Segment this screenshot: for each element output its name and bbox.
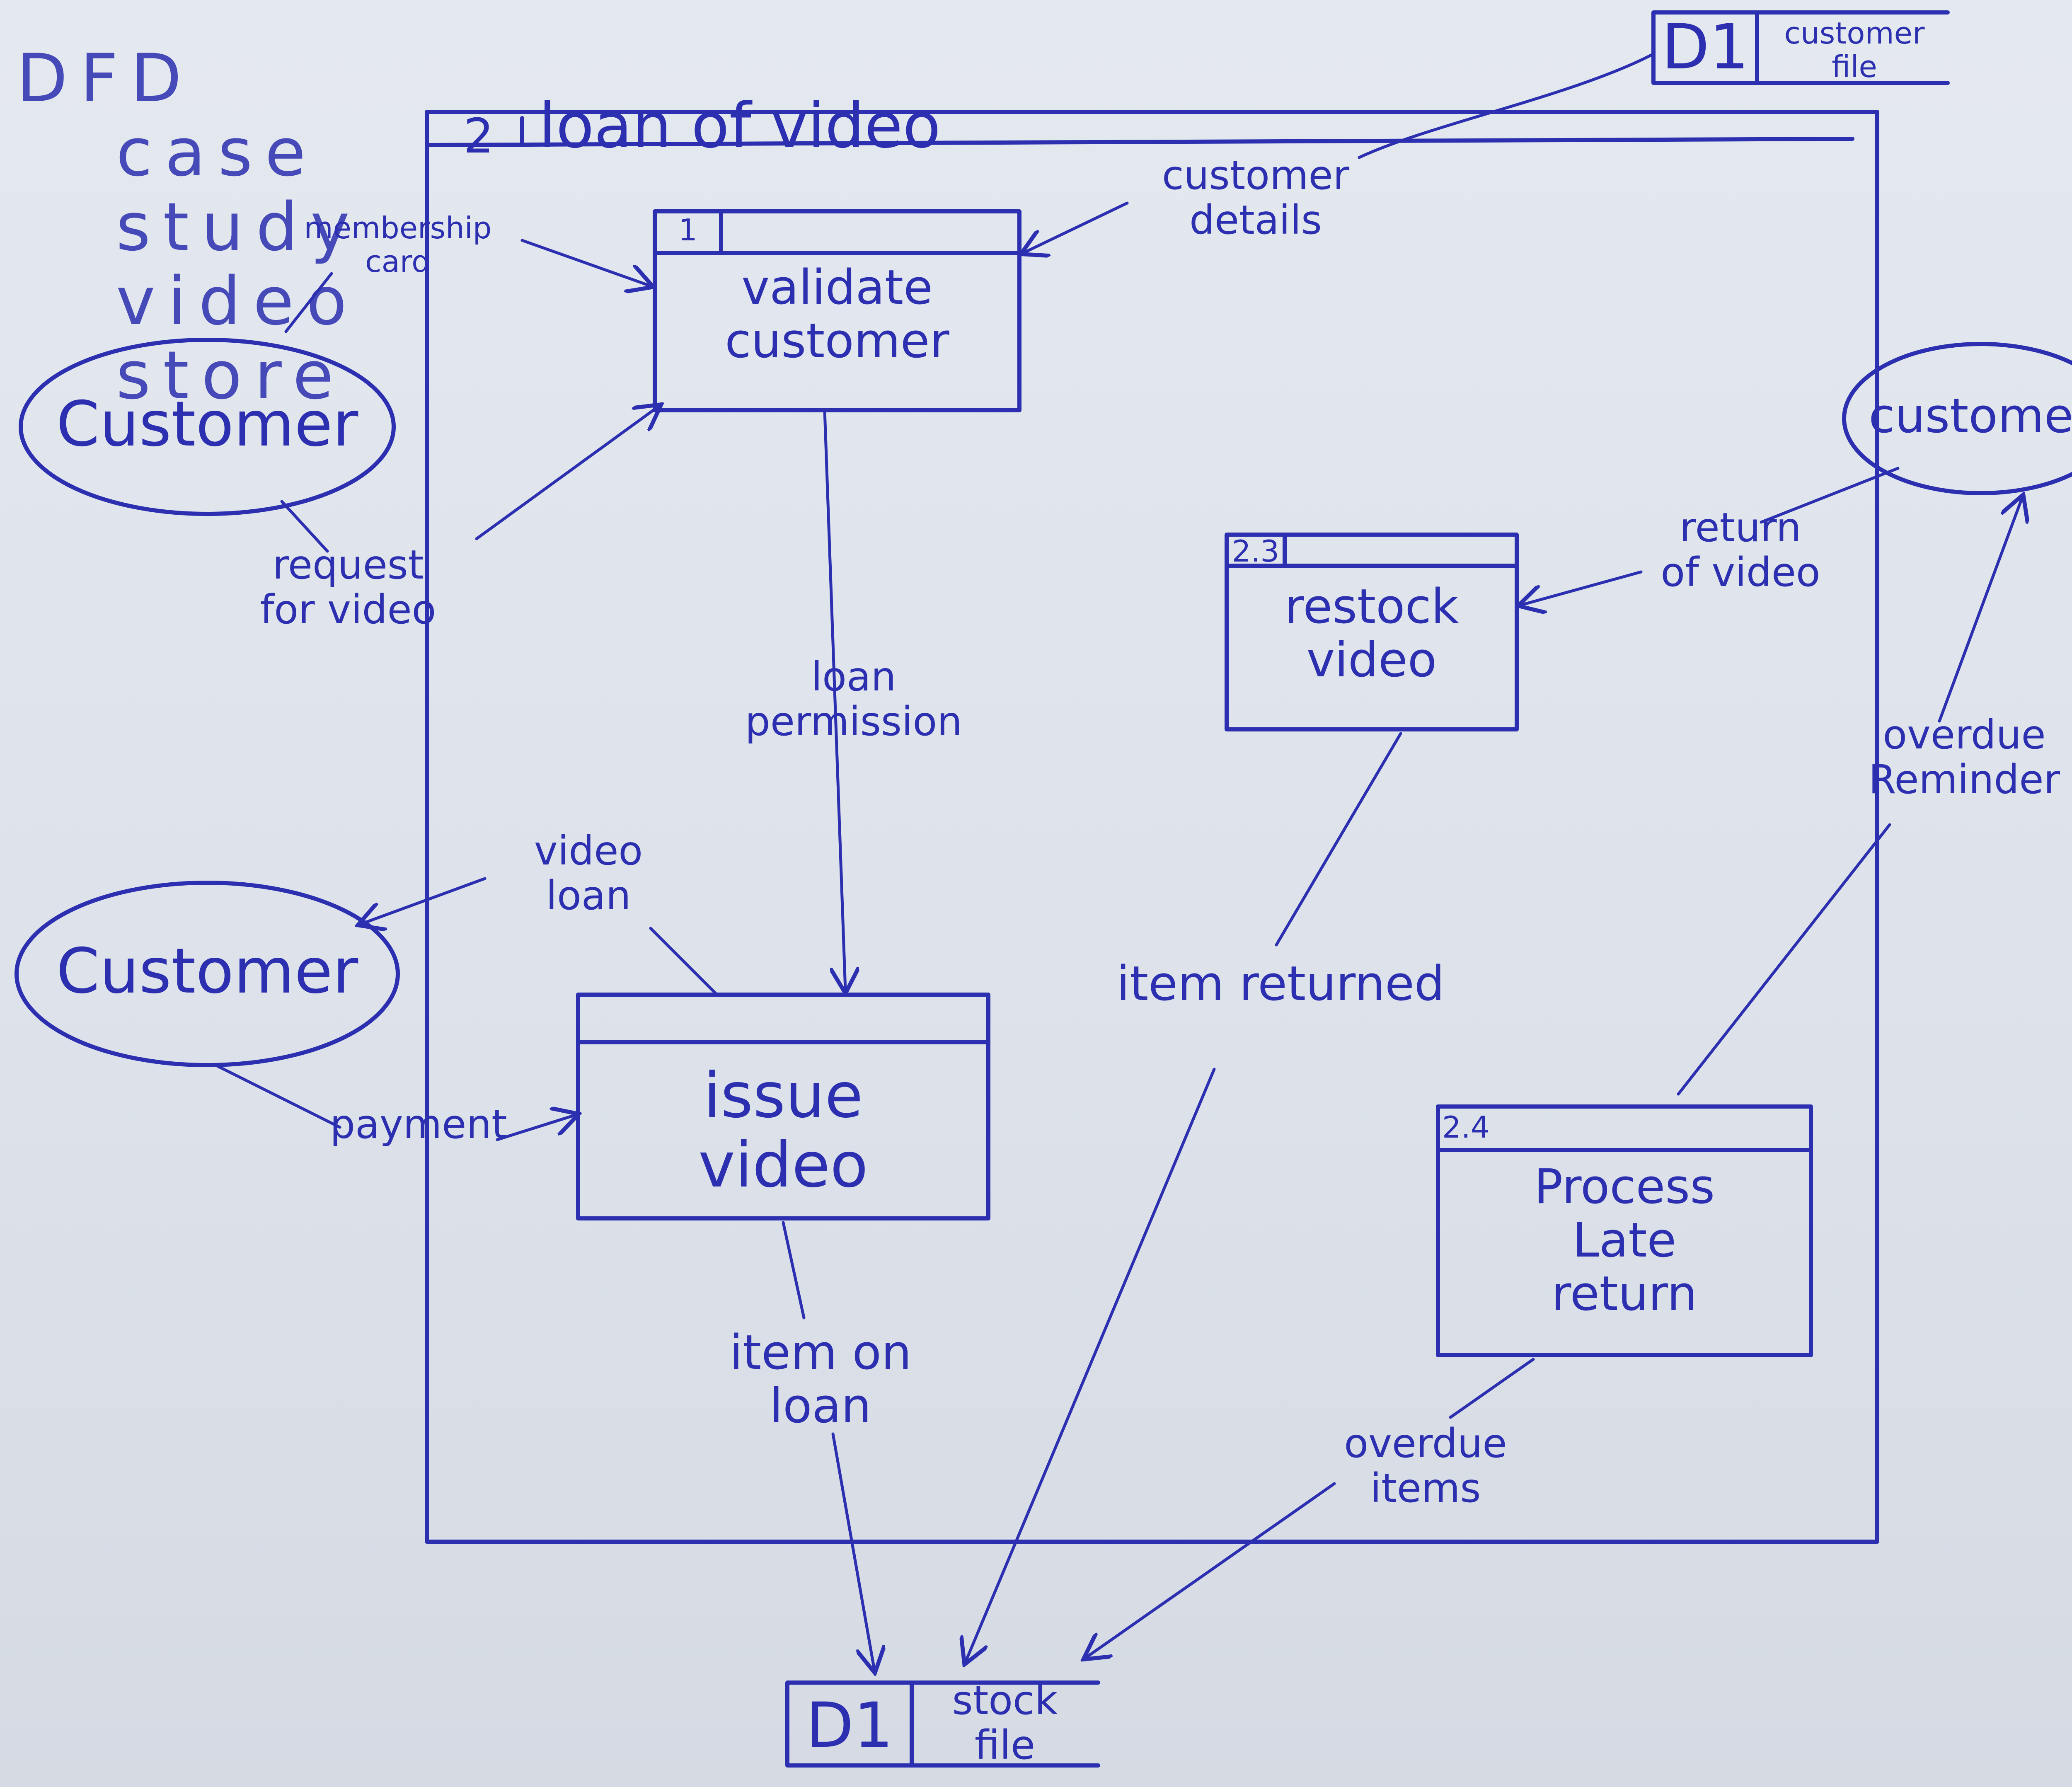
flow-line-item-on-loan [782,1221,874,1670]
heading-word-3: study [116,188,362,266]
flow-line-item-returned [966,732,1402,1662]
flow-line-customer-details [1358,52,1655,159]
flow-request-for-video: request for video [260,542,436,633]
heading-word-1: DFD [17,39,194,117]
store-customer-file-name: customer file [1784,16,1925,84]
flow-line-customer-details-2 [1024,201,1129,253]
heading-word-5: store [116,336,346,414]
flow-return-of-video: return of video [1661,504,1820,596]
heading-word-2: case [116,114,318,191]
flow-line-overdue-reminder [1677,497,2022,1096]
process-late-name: Process Late return [1534,1159,1715,1322]
store-customer-file-box [1651,10,1950,85]
store-stock-file-id: D1 [806,1690,893,1762]
entity-customer-top-label: Customer [56,388,358,460]
entity-customer-mid-label: Customer [56,935,358,1007]
flow-overdue-items: overdue items [1344,1420,1507,1511]
frame-number: 2 [463,109,494,164]
flow-line-video-loan-2 [649,927,719,996]
process-restock-id: 2.3 [1232,534,1280,569]
flow-line-request-2 [280,500,329,553]
flow-payment: payment [330,1101,507,1148]
heading-word-4: video [116,262,360,340]
flow-loan-permission: loan permission [745,654,963,745]
page-heading: DFD case study video store [17,0,1633,412]
frame-title: loan of video [539,90,941,162]
flow-line-overdue-items [1086,1358,1535,1658]
flow-line-membership [520,239,651,286]
flow-line-request [475,406,659,540]
entity-customer-top [19,338,396,516]
flow-line-payment [214,1063,576,1140]
flow-line-video-loan [361,877,487,924]
flow-item-returned: item returned [1116,956,1445,1012]
process-issue-name: issue video [698,1060,868,1201]
process-validate-name: validate customer [725,260,949,369]
flow-video-loan: video loan [534,828,643,919]
flow-line-return-of-video [1521,467,1900,605]
flow-item-on-loan: item on loan [729,1325,912,1434]
flow-customer-details: customer details [1162,152,1350,243]
flow-membership-card: membership card [304,211,492,279]
entity-customer-right-label: customer [1869,388,2072,444]
process-validate-box [653,209,1021,412]
process-late-id: 2.4 [1442,1110,1490,1145]
store-customer-file-id: D1 [1661,11,1749,83]
frame-border [425,110,1879,1544]
flow-overdue-reminder: overdue Reminder [1869,712,2060,803]
process-validate-id: 1 [678,213,697,247]
process-late-box [1436,1104,1813,1357]
process-restock-name: restock video [1284,579,1459,688]
entity-customer-mid [15,881,400,1067]
entity-customer-right [1842,342,2072,495]
store-stock-file-name: stock file [952,1677,1058,1768]
flow-line-loan-permission [823,409,845,990]
frame-header-line [425,137,1854,147]
flow-line-membership-2 [284,272,333,333]
